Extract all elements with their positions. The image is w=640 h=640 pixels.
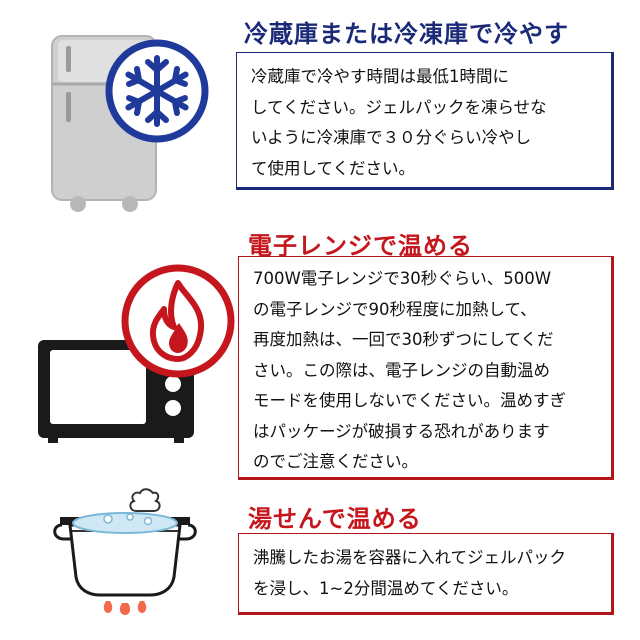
boiling-pot-icon (50, 485, 200, 624)
microwave-description: 700W電子レンジで30秒ぐらい、500W の電子レンジで90秒程度に加熱して、… (253, 269, 567, 471)
snowflake-icon (104, 38, 210, 148)
microwave-heading: 電子レンジで温める (248, 232, 473, 260)
pot-description-box: 沸騰したお湯を容器に入れてジェルパック を浸し、1~2分間温めてください。 (238, 533, 614, 615)
fridge-section: 冷蔵庫または冷凍庫で冷やす 冷蔵庫で冷やす時間は最低1時間に してください。ジェ… (0, 0, 640, 220)
microwave-section: 電子レンジで温める 700W電子レンジで30秒ぐらい、500W の電子レンジで9… (0, 220, 640, 485)
fridge-description-box: 冷蔵庫で冷やす時間は最低1時間に してください。ジェルパックを凍らせな いように… (236, 52, 614, 190)
pot-section: 湯せんで温める 沸騰したお湯を容器に入れてジェルパック を浸し、1~2分間温めて… (0, 485, 640, 640)
microwave-icon (36, 338, 196, 448)
fridge-heading: 冷蔵庫または冷凍庫で冷やす (244, 20, 569, 48)
microwave-description-box: 700W電子レンジで30秒ぐらい、500W の電子レンジで90秒程度に加熱して、… (238, 256, 614, 480)
fridge-description: 冷蔵庫で冷やす時間は最低1時間に してください。ジェルパックを凍らせな いように… (251, 67, 547, 178)
pot-description: 沸騰したお湯を容器に入れてジェルパック を浸し、1~2分間温めてください。 (253, 548, 567, 598)
pot-heading: 湯せんで温める (248, 505, 422, 533)
flame-icon (120, 263, 236, 383)
